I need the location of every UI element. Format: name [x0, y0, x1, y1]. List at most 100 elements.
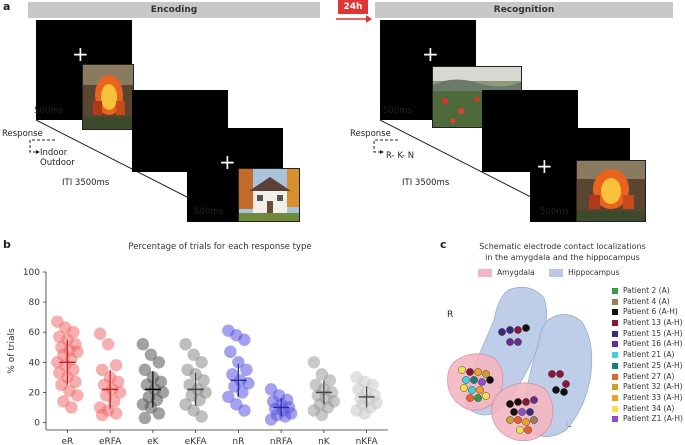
electrode-contact — [482, 370, 490, 378]
data-point — [109, 407, 123, 420]
electrode-contact — [530, 416, 538, 424]
data-point — [315, 408, 329, 422]
encoding-iti-label: ITI 3500ms — [62, 178, 110, 188]
encoding-500ms-1: 500ms — [34, 106, 63, 116]
electrode-contact — [486, 376, 494, 384]
house-photo — [239, 169, 299, 221]
patient-legend-item: Patient 16 (A-H) — [612, 339, 683, 350]
patient-color-swatch — [612, 341, 618, 348]
electrode-contact — [556, 370, 564, 378]
patient-color-swatch — [612, 394, 618, 401]
y-tick-label: 100 — [23, 268, 40, 278]
data-point — [107, 395, 121, 408]
electrode-contact — [476, 386, 484, 394]
electrode-contact — [468, 386, 476, 394]
data-point — [278, 410, 292, 423]
delay-arrow — [336, 15, 372, 23]
fire-house-photo — [577, 161, 645, 221]
data-point — [195, 410, 208, 423]
x-tick-label: eR — [61, 437, 73, 445]
electrode-contact — [510, 408, 518, 416]
data-point — [69, 375, 82, 389]
recognition-image-fire-house — [576, 160, 646, 222]
electrode-contact — [474, 368, 482, 376]
data-point — [144, 348, 158, 361]
data-point — [224, 345, 237, 358]
y-tick-label: 80 — [29, 298, 41, 308]
patient-label: Patient 32 (A-H) — [623, 382, 683, 392]
electrode-contact — [514, 326, 522, 334]
patient-label: Patient 27 (A) — [623, 371, 675, 381]
x-tick-label: nRFA — [270, 437, 293, 445]
patient-color-swatch — [612, 320, 618, 327]
electrode-contact — [474, 394, 482, 402]
electrode-contact — [466, 394, 474, 402]
electrode-contacts — [458, 324, 570, 434]
data-point — [95, 363, 109, 377]
encoding-image-fire-house — [82, 64, 134, 130]
data-point — [238, 333, 251, 346]
electrode-contact — [514, 338, 522, 346]
patient-legend-item: Patient 2 (A) — [612, 286, 683, 297]
fixation-cross-icon: + — [536, 154, 553, 178]
patient-label: Patient 6 (A-H) — [623, 307, 678, 317]
patient-color-swatch — [612, 288, 618, 294]
panel-c-letter: c — [440, 238, 447, 251]
patient-legend: Patient 2 (A)Patient 4 (A)Patient 6 (A-H… — [612, 286, 683, 425]
recognition-iti-label: ITI 3500ms — [402, 178, 450, 188]
patient-label: Patient 34 (A) — [623, 403, 675, 413]
y-tick-label: 40 — [29, 358, 41, 368]
patient-legend-item: Patient 15 (A-H) — [612, 329, 683, 340]
x-tick-label: eKFA — [185, 437, 208, 445]
data-point — [179, 338, 192, 351]
encoding-title: Encoding — [28, 2, 320, 18]
patient-color-swatch — [612, 330, 618, 337]
data-point — [138, 411, 152, 425]
electrode-contact — [458, 366, 466, 374]
panel-c-title-line2: in the amygdala and the hippocampus — [485, 253, 640, 262]
electrode-contact — [478, 378, 486, 386]
encoding-image-house — [238, 168, 300, 222]
recognition-500ms-2: 500ms — [540, 207, 569, 217]
amygdala-legend-label: Amygdala — [497, 268, 535, 277]
hippocampus-swatch — [549, 269, 564, 277]
fixation-cross-icon: + — [72, 42, 89, 66]
electrode-contact — [522, 398, 530, 406]
patient-legend-item: Patient 33 (A-H) — [612, 393, 683, 404]
data-point — [95, 408, 109, 422]
x-tick-label: nK — [318, 437, 331, 445]
encoding-500ms-2: 500ms — [194, 207, 223, 217]
y-axis-label: % of trials — [7, 328, 17, 374]
patient-label: Patient 13 (A-H) — [623, 318, 683, 328]
patient-legend-item: Patient 27 (A) — [612, 372, 683, 383]
y-tick-label: 60 — [29, 328, 41, 338]
data-point — [195, 356, 208, 369]
patient-label: Patient 16 (A-H) — [623, 339, 683, 349]
fixation-cross-icon: + — [422, 42, 439, 66]
electrode-contact — [516, 426, 524, 434]
data-point — [323, 374, 337, 387]
data-point — [232, 356, 245, 369]
data-point — [152, 356, 166, 369]
patient-color-swatch — [612, 309, 618, 316]
panel-c-title-line1: Schematic electrode contact localization… — [479, 242, 646, 251]
recognition-500ms-1: 500ms — [383, 106, 412, 116]
patient-color-swatch — [612, 373, 618, 380]
data-point — [109, 359, 123, 372]
data-point — [358, 407, 371, 420]
hippocampus-legend-label: Hippocampus — [568, 268, 620, 277]
recognition-choice: R- K- N — [386, 151, 415, 161]
x-tick-label: nR — [232, 437, 244, 445]
fire-house-photo — [83, 65, 133, 129]
data-point — [236, 386, 249, 399]
data-point — [101, 338, 115, 351]
electrode-contact — [548, 370, 556, 378]
panel-a-letter: a — [3, 0, 11, 13]
patient-label: Patient 21 (A) — [623, 350, 675, 360]
electrode-contact — [514, 416, 522, 424]
data-point — [193, 393, 206, 407]
data-point — [222, 390, 235, 404]
data-point — [264, 413, 278, 426]
patient-label: Patient 33 (A-H) — [623, 392, 683, 402]
